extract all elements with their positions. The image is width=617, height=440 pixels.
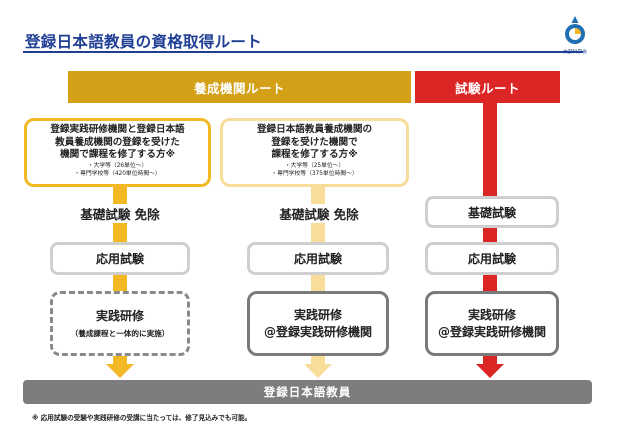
practice-training-note: （養成課程と一体的に実施） bbox=[70, 329, 170, 338]
exam-route-header: 試験ルート bbox=[415, 71, 560, 103]
footnote: ※ 応用試験の受験や実践研修の受講に当たっては、修了見込みでも可能。 bbox=[32, 414, 252, 422]
practice-training-label: 実践研修 bbox=[293, 307, 342, 322]
practice-training-label: 実践研修 bbox=[467, 307, 516, 322]
qualification-credit-vocational: ・専門学校等（375単位時間～） bbox=[271, 171, 358, 178]
practice-training-box-integrated: 実践研修 （養成課程と一体的に実施） bbox=[50, 291, 190, 356]
logo: 文部科学省 bbox=[560, 14, 590, 58]
training-route-header: 養成機関ルート bbox=[68, 71, 411, 103]
logo-mark-icon bbox=[565, 16, 585, 44]
practice-training-box: 実践研修 @登録実践研修機関 bbox=[425, 291, 559, 356]
practice-training-box: 実践研修 @登録実践研修機関 bbox=[247, 291, 389, 356]
basic-test-exempt-label: 基礎試験 免除 bbox=[257, 204, 381, 223]
logo-caption: 文部科学省 bbox=[563, 50, 587, 55]
qualification-credit-university: ・大学等（26単位～） bbox=[87, 162, 148, 169]
qualification-box-training-only: 登録日本語教員養成機関の 登録を受けた機関で 課程を修了する方※ ・大学等（25… bbox=[220, 118, 409, 187]
practice-training-institution: @登録実践研修機関 bbox=[263, 324, 372, 339]
page-title: 登録日本語教員の資格取得ルート bbox=[25, 33, 263, 51]
qualification-credit-vocational: ・専門学校等（420単位時間～） bbox=[74, 171, 161, 178]
basic-test-box: 基礎試験 bbox=[425, 196, 559, 228]
title-divider bbox=[23, 51, 583, 53]
qualification-description: 登録実践研修機関と登録日本語 教員養成機関の登録を受けた 機関で課程を修了する方… bbox=[50, 124, 185, 161]
down-arrow-icon bbox=[304, 364, 332, 378]
basic-test-exempt-label: 基礎試験 免除 bbox=[60, 204, 180, 223]
qualification-description: 登録日本語教員養成機関の 登録を受けた機関で 課程を修了する方※ bbox=[256, 124, 373, 161]
applied-test-box: 応用試験 bbox=[247, 242, 389, 275]
registered-teacher-bar: 登録日本語教員 bbox=[23, 380, 592, 404]
qualification-credit-university: ・大学等（25単位～） bbox=[284, 162, 345, 169]
practice-training-label: 実践研修 bbox=[95, 309, 144, 323]
down-arrow-icon bbox=[476, 364, 504, 378]
qualification-box-practice-and-training: 登録実践研修機関と登録日本語 教員養成機関の登録を受けた 機関で課程を修了する方… bbox=[24, 118, 211, 187]
down-arrow-icon bbox=[106, 364, 134, 378]
applied-test-box: 応用試験 bbox=[50, 242, 190, 275]
applied-test-box: 応用試験 bbox=[425, 242, 559, 275]
practice-training-institution: @登録実践研修機関 bbox=[437, 324, 546, 339]
